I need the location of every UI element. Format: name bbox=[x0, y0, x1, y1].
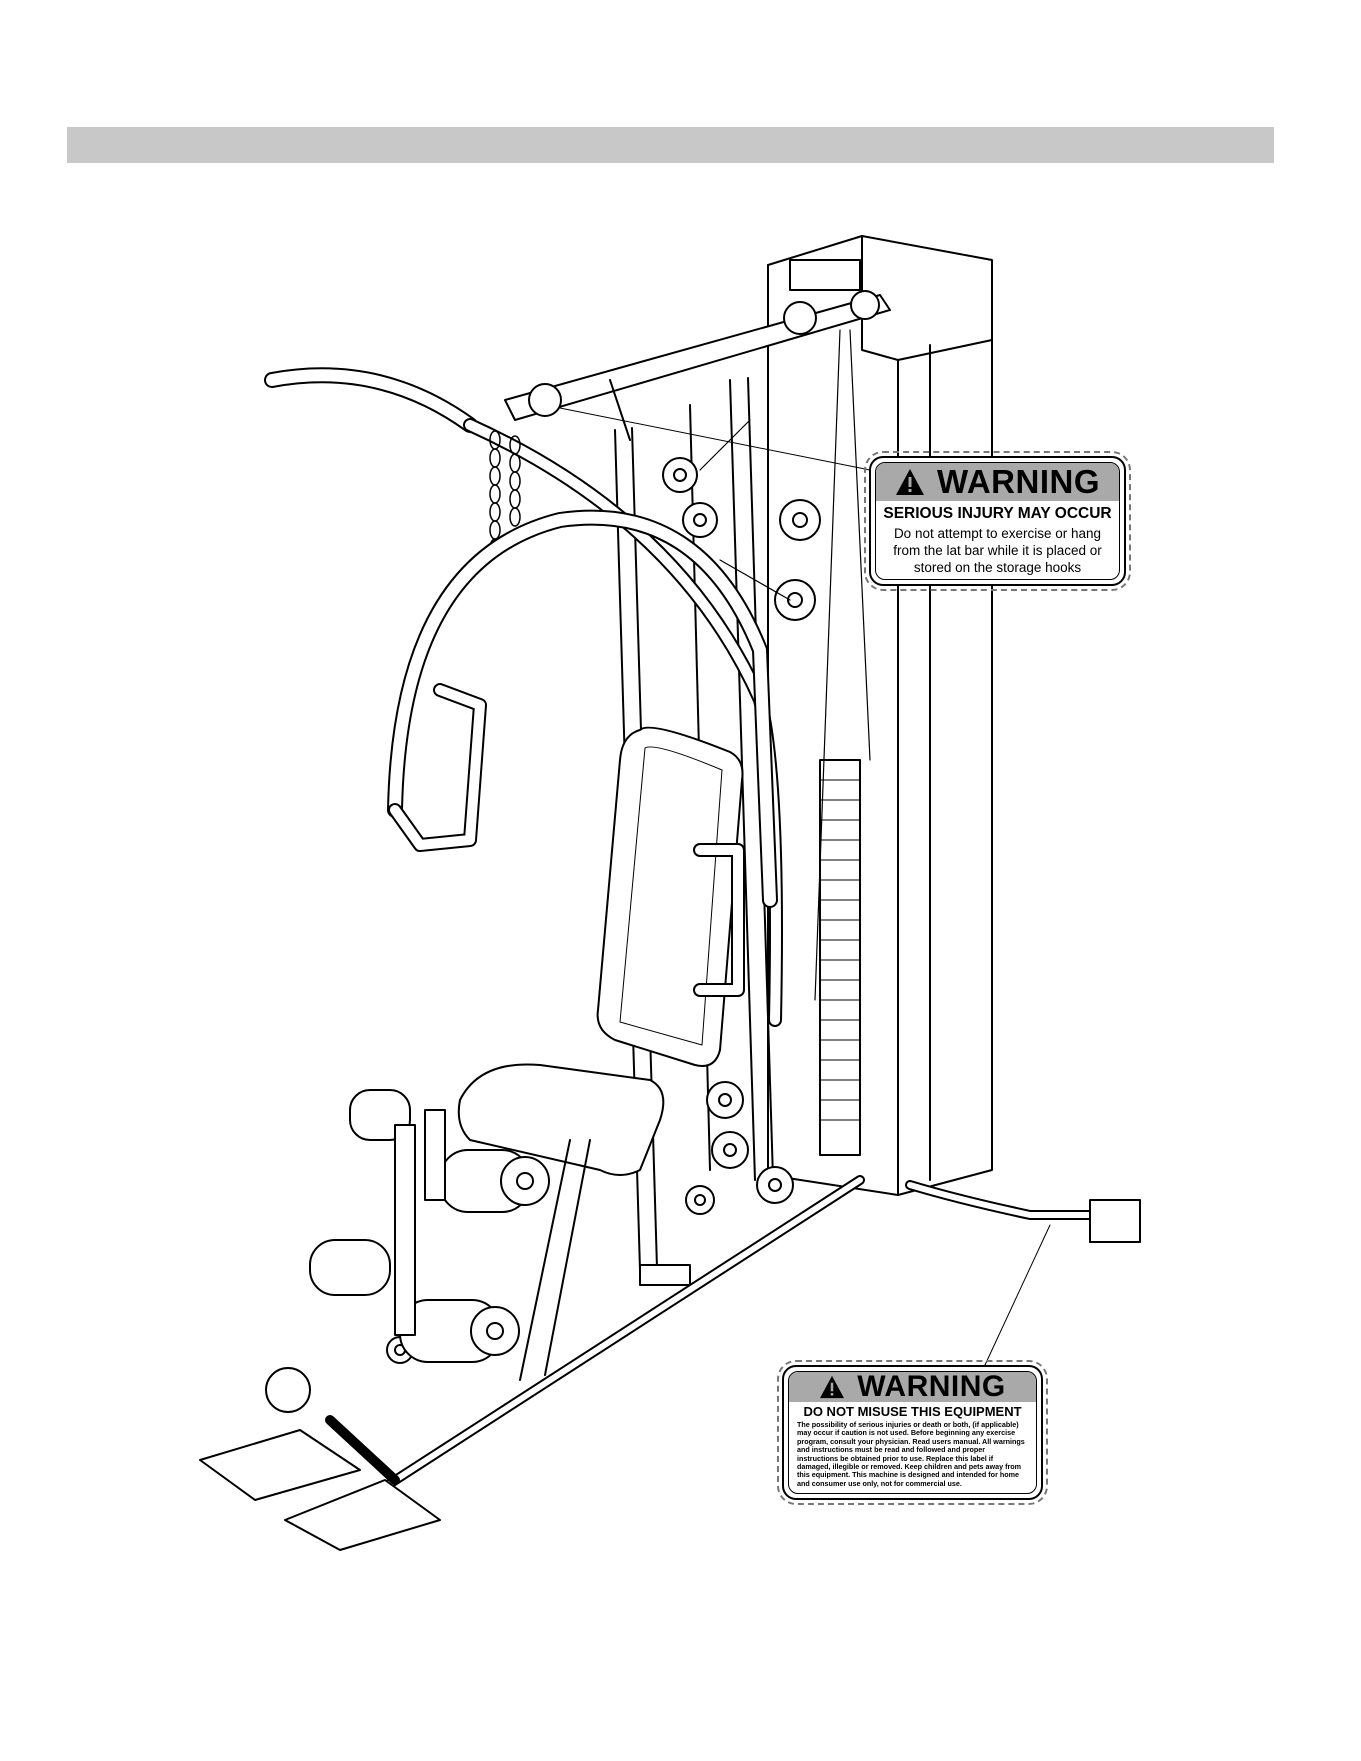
seat bbox=[457, 1063, 665, 1176]
leg-rollers bbox=[309, 1089, 550, 1363]
back-pad bbox=[596, 726, 744, 1067]
weight-stack bbox=[819, 759, 861, 1156]
warning-label-lat-bar: WARNING SERIOUS INJURY MAY OCCUR Do not … bbox=[864, 451, 1131, 591]
warning-body: The possibility of serious injuries or d… bbox=[797, 1420, 1025, 1488]
pulleys bbox=[386, 457, 821, 1364]
warning-subheading: SERIOUS INJURY MAY OCCUR bbox=[883, 505, 1112, 522]
pec-handle bbox=[693, 843, 745, 997]
header-bar bbox=[67, 127, 1274, 163]
warning-heading: WARNING bbox=[937, 463, 1100, 500]
warning-triangle-icon bbox=[896, 469, 924, 495]
cables bbox=[699, 329, 871, 1001]
top-boom bbox=[504, 290, 891, 441]
leader-lines bbox=[559, 407, 1051, 1366]
warning-label-header: WARNING bbox=[876, 463, 1119, 501]
chain bbox=[489, 430, 521, 558]
foot-plates bbox=[199, 1367, 441, 1551]
base-frame bbox=[375, 1139, 1141, 1495]
warning-label-misuse: WARNING DO NOT MISUSE THIS EQUIPMENT The… bbox=[777, 1360, 1048, 1505]
press-arms bbox=[387, 509, 778, 908]
warning-subheading: DO NOT MISUSE THIS EQUIPMENT bbox=[803, 1404, 1022, 1419]
warning-body: Do not attempt to exercise or hang from … bbox=[893, 526, 1102, 575]
warning-label-header: WARNING bbox=[789, 1371, 1036, 1403]
warning-triangle-icon bbox=[820, 1375, 845, 1399]
tower bbox=[767, 235, 993, 1196]
warning-heading: WARNING bbox=[857, 1371, 1006, 1403]
